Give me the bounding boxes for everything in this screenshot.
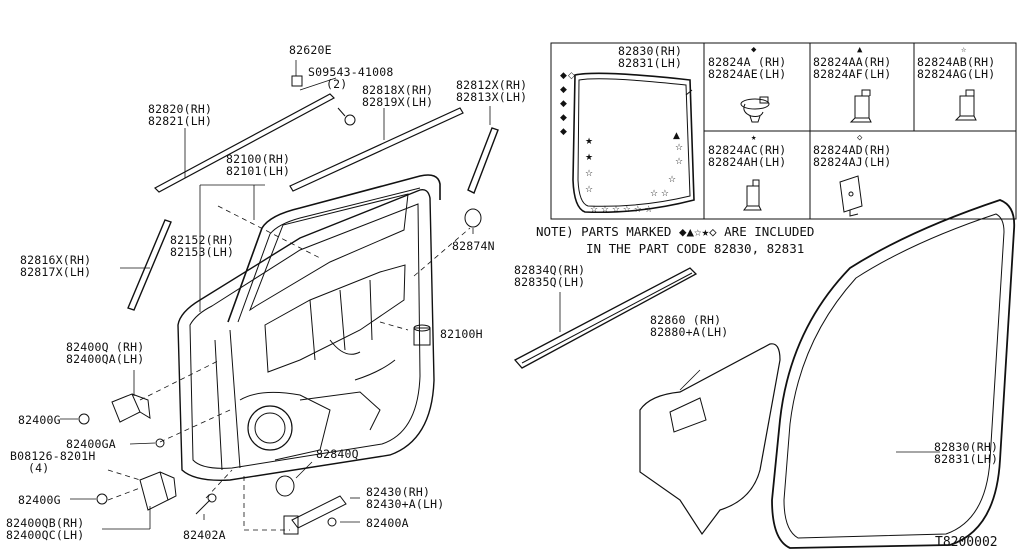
sash-82816x-drawing: [127, 219, 172, 311]
bolt-09543-drawing: [337, 107, 356, 126]
inset-label-82824a: 82824A (RH)82824AE(LH): [708, 55, 787, 81]
label-82874n: 82874N: [452, 239, 495, 253]
label-82400qb: 82400QB(RH)82400QC(LH): [6, 516, 85, 542]
label-82820: 82820(RH)82821(LH): [148, 102, 213, 128]
svg-text:☆: ☆: [585, 169, 593, 179]
inset-symbol-diamond: ◆: [751, 45, 757, 55]
label-82430: 82430(RH)82430+A(LH): [366, 485, 445, 511]
molding-82820-drawing: [154, 93, 335, 193]
clip-82824ac-drawing: [743, 179, 762, 211]
inset-symbol-star-solid: ★: [751, 133, 757, 143]
clip-82620e-drawing: [291, 75, 303, 87]
inset-symbols: ◆◇ ◆◆ ◆◆ ★★ ☆☆ ☆ ☆ ☆ ☆ ☆ ☆ ☆ ☆ ☆☆ ☆▲: [560, 71, 683, 215]
inset-label-82824ac: 82824AC(RH)82824AH(LH): [708, 143, 787, 169]
molding-82818x-drawing: [289, 107, 464, 192]
label-82860: 82860 (RH)82880+A(LH): [650, 313, 729, 339]
label-82620e: 82620E: [289, 43, 332, 57]
svg-text:☆: ☆: [585, 185, 593, 195]
inset-symbol-triangle: ▲: [857, 45, 863, 55]
label-82402a: 82402A: [183, 528, 226, 542]
screen-82860-drawing: [639, 343, 781, 536]
label-09543-qty: (2): [326, 77, 348, 91]
clip-82824ad-drawing: [839, 175, 863, 217]
svg-text:☆: ☆: [675, 157, 683, 167]
strip-82834q-drawing: [513, 267, 698, 369]
clip-82824aa-drawing: [849, 89, 872, 123]
svg-text:◆: ◆: [560, 99, 567, 109]
bolt-82402a-drawing: [195, 493, 217, 515]
label-82100: 82100(RH)82101(LH): [226, 152, 291, 178]
label-82818x: 82818X(RH)82819X(LH): [362, 83, 434, 109]
svg-text:☆ ☆ ☆ ☆ ☆ ☆: ☆ ☆ ☆ ☆ ☆ ☆: [590, 205, 653, 215]
sash-82812x-drawing: [467, 127, 499, 194]
inset-table: [550, 42, 1017, 220]
weatherstrip-82830-drawing: [771, 199, 1016, 549]
inset-label-82824aa: 82824AA(RH)82824AF(LH): [813, 55, 892, 81]
bumper-82100h-drawing: [413, 324, 431, 346]
label-08126: B08126-8201H(4): [10, 449, 96, 475]
label-82400a: 82400A: [366, 516, 409, 530]
check-link-82430-drawing: [283, 495, 347, 535]
svg-text:▲: ▲: [673, 131, 680, 141]
label-82816x: 82816X(RH)82817X(LH): [20, 253, 92, 279]
label-82400g-upper: 82400G: [18, 413, 61, 427]
label-82400q: 82400Q (RH)82400QA(LH): [66, 340, 145, 366]
label-82840q: 82840Q: [316, 447, 359, 461]
inset-label-82830: 82830(RH)82831(LH): [618, 44, 683, 70]
door-panel-drawing: [177, 174, 441, 481]
svg-text:★: ★: [585, 137, 593, 147]
hinge-upper-drawing: [78, 393, 165, 448]
svg-text:★: ★: [585, 153, 593, 163]
label-82400ga: 82400GA: [66, 437, 116, 451]
svg-text:☆: ☆: [668, 175, 676, 185]
label-82400g-lower: 82400G: [18, 493, 61, 507]
grommet-82874n-drawing: [464, 208, 482, 228]
svg-text:◆: ◆: [560, 127, 567, 137]
label-82834q: 82834Q(RH)82835Q(LH): [514, 263, 586, 289]
label-82812x: 82812X(RH)82813X(LH): [456, 78, 528, 104]
label-82100h: 82100H: [440, 327, 483, 341]
svg-text:◆: ◆: [560, 113, 567, 123]
inset-label-82824ad: 82824AD(RH)82824AJ(LH): [813, 143, 892, 169]
label-09543: S09543-41008(2): [308, 65, 394, 91]
clip-82824a-drawing: [740, 96, 770, 123]
svg-text:◆: ◆: [560, 71, 567, 81]
label-82830: 82830(RH)82831(LH): [934, 440, 999, 466]
hinge-lower-drawing: [96, 471, 177, 511]
inset-symbol-star-open: ☆: [961, 45, 967, 55]
note-line-2: IN THE PART CODE 82830, 82831: [586, 241, 805, 256]
inset-symbol-diamond-open: ◇: [857, 133, 863, 143]
note-line-1: NOTE) PARTS MARKED ◆▲☆★◇ ARE INCLUDED: [536, 224, 815, 239]
svg-text:☆ ☆: ☆ ☆: [650, 189, 669, 199]
plug-82840q-drawing: [275, 475, 295, 497]
label-08126-qty: (4): [28, 461, 50, 475]
diagram-id: T8200002: [935, 535, 998, 550]
svg-text:◇: ◇: [568, 71, 575, 81]
svg-text:☆: ☆: [675, 143, 683, 153]
clip-82824ab-drawing: [954, 89, 977, 121]
label-82152: 82152(RH)82153(LH): [170, 233, 235, 259]
inset-label-82824ab: 82824AB(RH)82824AG(LH): [917, 55, 996, 81]
svg-text:◆: ◆: [560, 85, 567, 95]
